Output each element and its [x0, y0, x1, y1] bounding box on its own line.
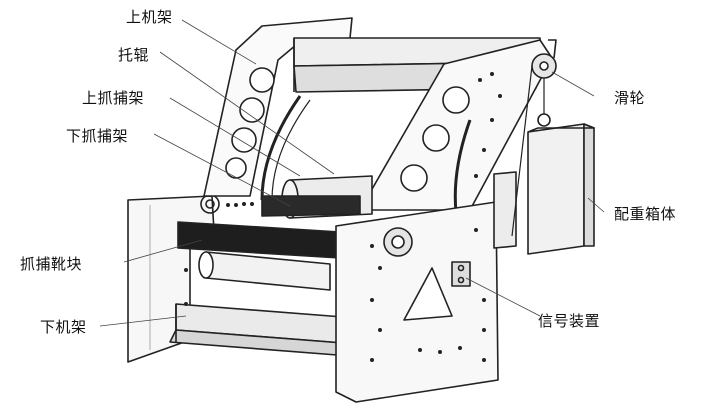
label-lower-catcher: 下抓捕架	[66, 127, 129, 145]
pulley-assembly	[511, 39, 557, 237]
catch-shoe-block	[177, 195, 361, 259]
lower-frame-right-plate	[335, 201, 499, 403]
lower-drum	[198, 251, 331, 291]
upper-frame-left-plate	[203, 17, 353, 197]
label-pulley: 滑轮	[614, 89, 646, 107]
upper-frame-right-plate	[359, 39, 553, 211]
label-catch-shoe: 抓捕靴块	[20, 255, 83, 273]
counterweight-box	[527, 123, 595, 255]
leader-lines	[99, 19, 605, 327]
bolt-dots	[184, 72, 502, 362]
label-counterweight-box: 配重箱体	[614, 205, 677, 223]
label-signal-device: 信号装置	[538, 312, 601, 330]
label-upper-catcher: 上抓捕架	[82, 89, 145, 107]
label-upper-frame: 上机架	[126, 8, 173, 26]
label-lower-frame: 下机架	[40, 318, 87, 336]
lower-frame-bottom-beam	[169, 303, 357, 357]
upper-catcher-arm	[260, 95, 472, 213]
right-column	[493, 171, 517, 249]
label-idler-roller: 托辊	[118, 46, 150, 64]
